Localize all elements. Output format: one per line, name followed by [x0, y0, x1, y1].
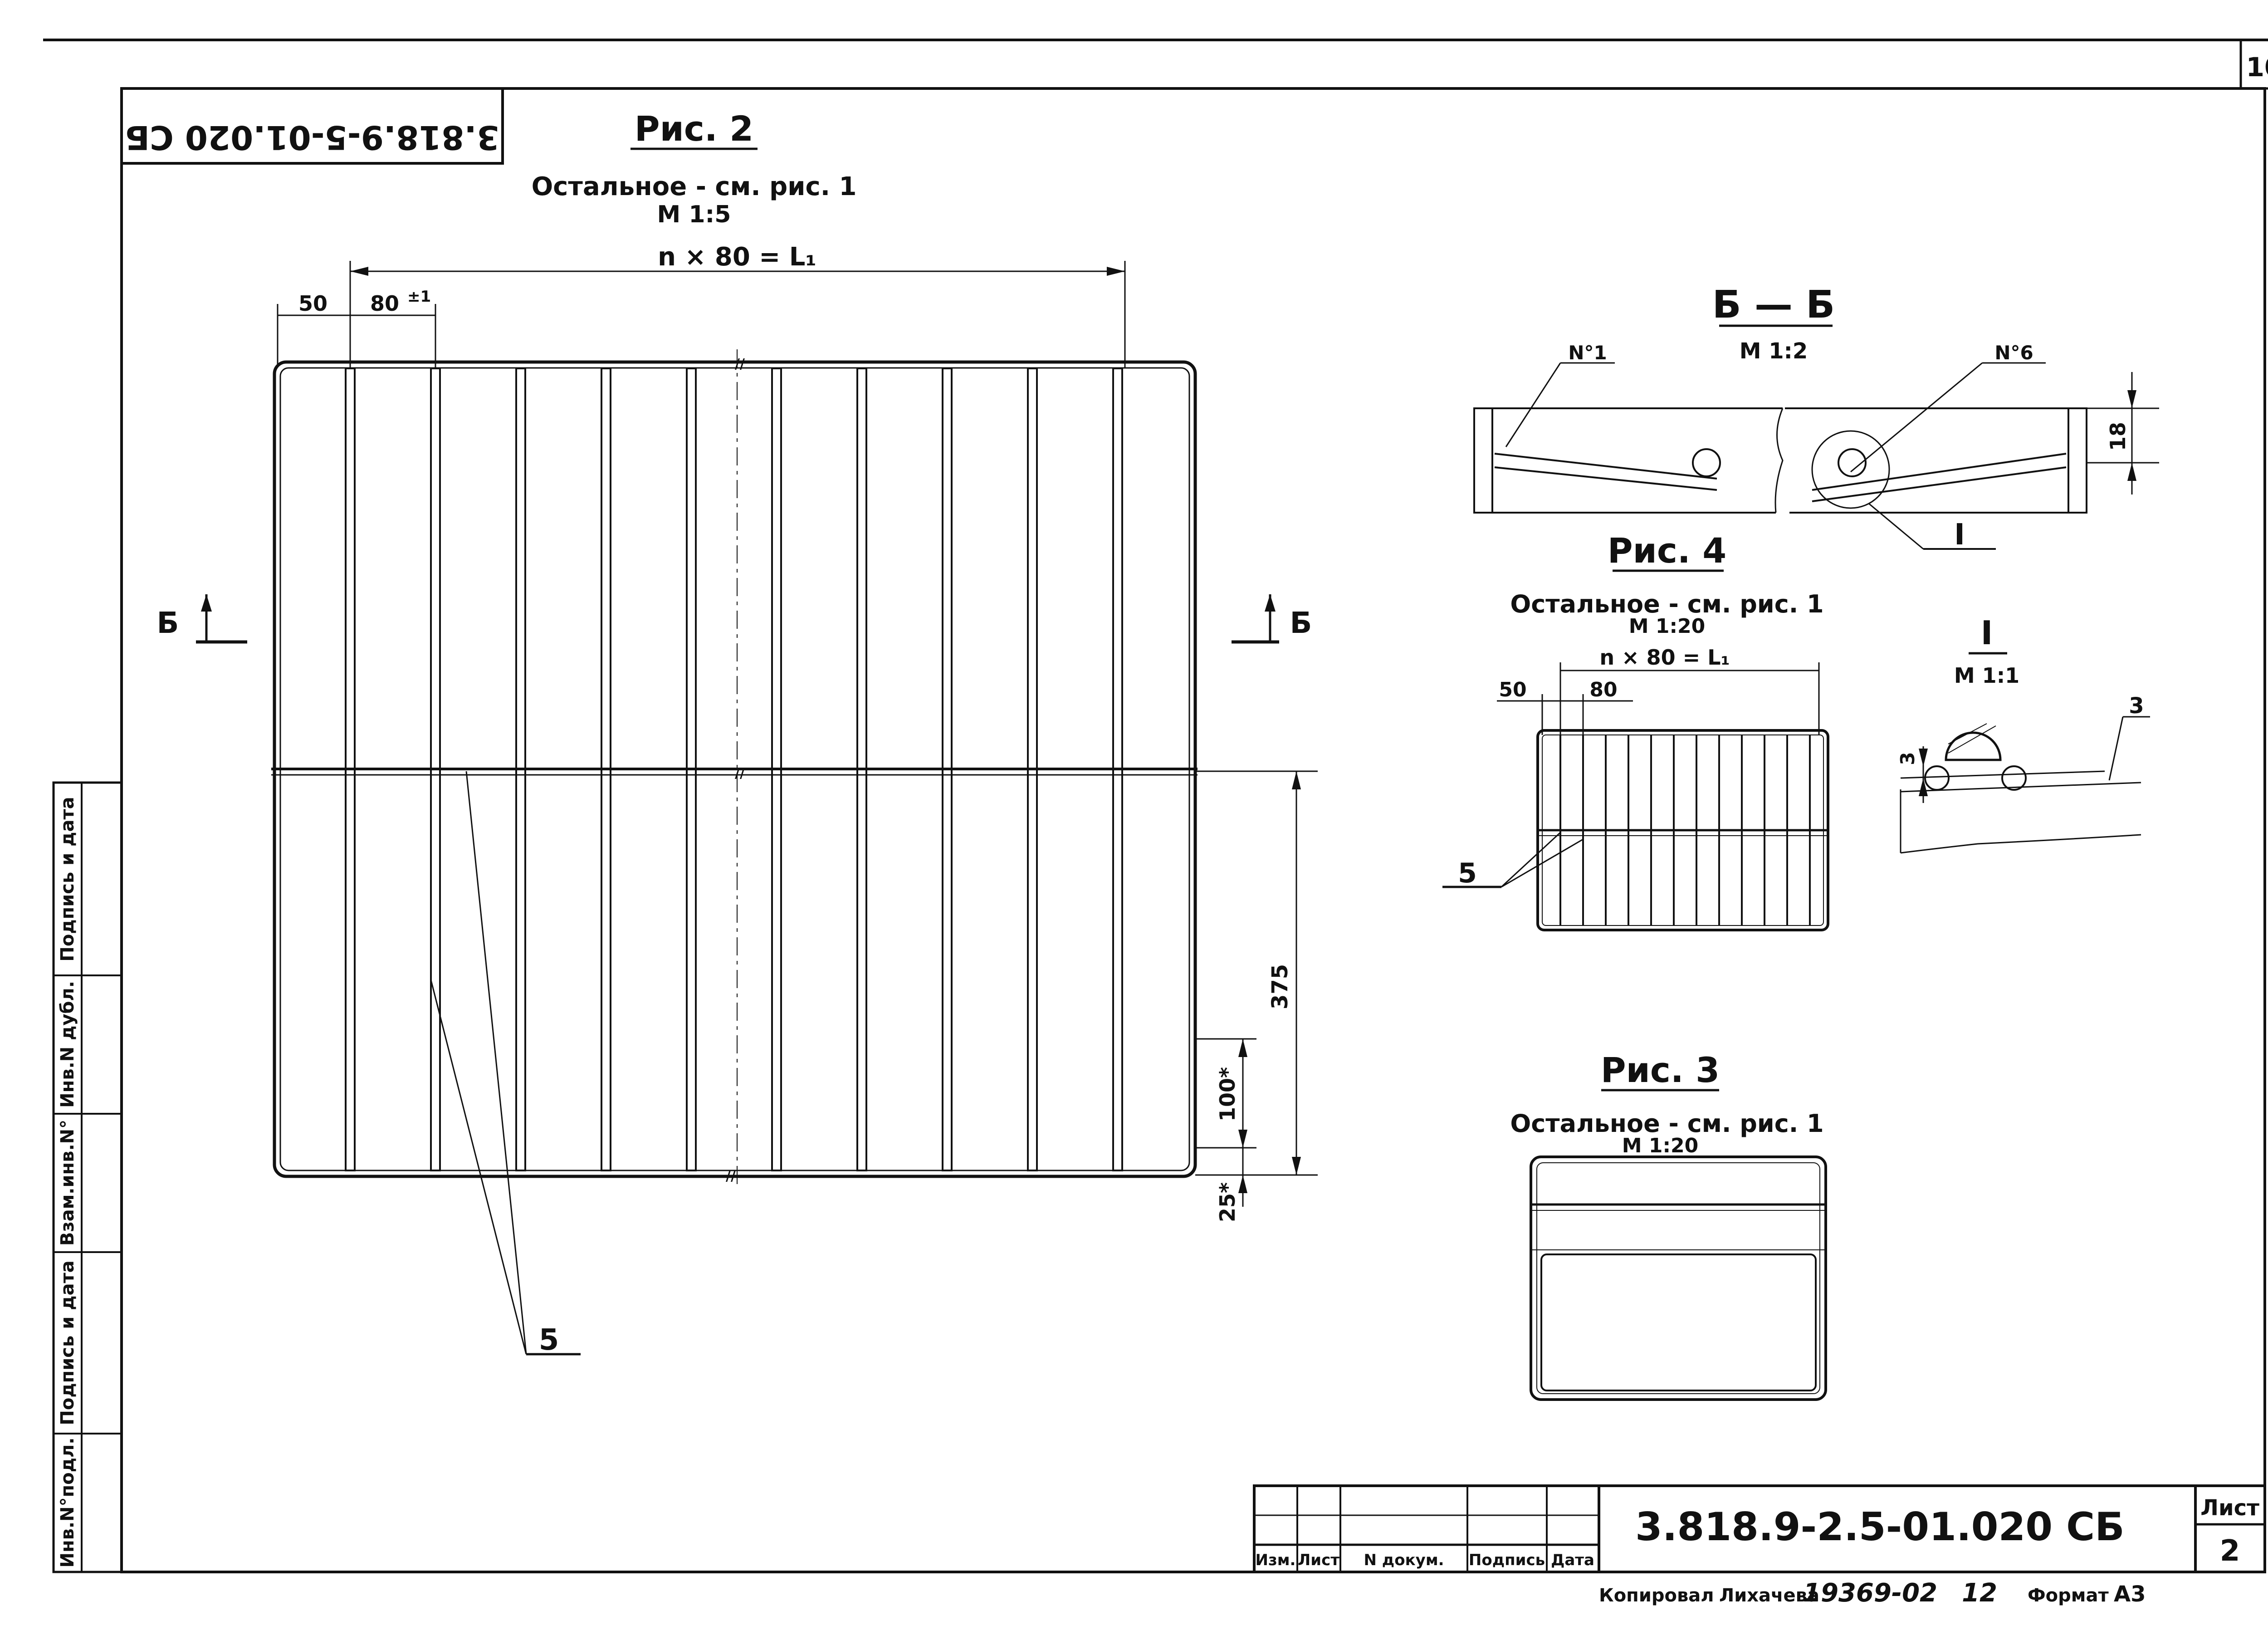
bar	[430, 367, 441, 1171]
fig4-note: Остальное - см. рис. 1	[1510, 590, 1823, 618]
format-label: Формат	[2028, 1585, 2109, 1606]
bar	[686, 367, 697, 1171]
fig2-dim-375: 375	[1267, 964, 1293, 1009]
detail-i-view	[1900, 716, 2150, 854]
tb-izm: Изм.	[1256, 1551, 1296, 1569]
tb-date: Дата	[1551, 1551, 1594, 1569]
tb-doc-no: N докум.	[1364, 1551, 1444, 1569]
copied-by-label: Копировал	[1599, 1585, 1714, 1606]
section-mark-left-label: Б	[157, 607, 179, 640]
fig4-dim-total: n × 80 = L₁	[1599, 645, 1730, 670]
bar	[1027, 367, 1038, 1171]
fig2-dim-25: 25*	[1215, 1182, 1240, 1222]
fig2-bars	[345, 367, 1123, 1171]
section-bb-dim-18: 18	[2106, 422, 2130, 451]
side-stamp: Подпись и дата Инв.N дубл. Взам.инв.N° П…	[52, 781, 123, 1573]
copied-by-name: Лихачева	[1719, 1585, 1819, 1606]
bar	[1112, 367, 1123, 1171]
copy-number: 19369-02	[1803, 1578, 1937, 1608]
tb-list: Лист	[1298, 1551, 1339, 1569]
section-bb-callout-n1: N°1	[1568, 342, 1607, 364]
fig4-callout-5: 5	[1458, 857, 1477, 889]
mirrored-designation: 3.818.9-5-01.020 СБ	[125, 118, 499, 157]
fig2-dim-80: 80	[370, 291, 399, 316]
fig2-callout-5: 5	[539, 1323, 559, 1357]
fig4-bars	[1559, 735, 1811, 925]
fig3-title: Рис. 3	[1601, 1050, 1720, 1090]
fig3-grid	[1530, 1155, 1827, 1401]
svg-text://: //	[735, 765, 745, 781]
fig4-dims	[1497, 662, 1820, 735]
stamp-inv-podl: Инв.N°подл.	[57, 1437, 78, 1567]
fig2-dim-vertical	[1195, 770, 1318, 1207]
tb-signature: Подпись	[1469, 1551, 1545, 1569]
bar	[942, 367, 953, 1171]
detail-i-scale: М 1:1	[1954, 663, 2019, 688]
fig2-scale: М 1:5	[657, 201, 731, 228]
section-mark-right-label: Б	[1290, 607, 1312, 640]
section-mark-left	[196, 594, 247, 644]
section-bb-title: Б — Б	[1712, 282, 1835, 327]
fig3-note: Остальное - см. рис. 1	[1510, 1109, 1823, 1138]
fig2-dim-50: 50	[298, 291, 327, 316]
fig2-title: Рис. 2	[635, 108, 753, 149]
bar	[515, 367, 526, 1171]
fig2-dim-100: 100*	[1215, 1067, 1240, 1121]
fig2-dim-80-tol: ±1	[407, 288, 431, 306]
stamp-sign-date-1: Подпись и дата	[57, 797, 78, 961]
stamp-vzam-inv: Взам.инв.N°	[57, 1120, 78, 1246]
detail-i-callout-3: 3	[2129, 693, 2144, 719]
tb-list-number: 2	[2220, 1534, 2240, 1568]
svg-text://: //	[735, 356, 745, 372]
sheet-corner-number: 10	[2246, 52, 2268, 83]
copy-suffix: 12	[1962, 1578, 1997, 1608]
fig2-note: Остальное - см. рис. 1	[532, 172, 857, 201]
fig2-dim-total-label: n × 80 = L₁	[658, 242, 816, 272]
stamp-inv-dubl: Инв.N дубл.	[57, 981, 78, 1108]
drawing-frame	[43, 39, 2268, 1573]
document-designation: 3.818.9-2.5-01.020 СБ	[1635, 1504, 2125, 1550]
section-bb-callout-n6: N°6	[1994, 342, 2033, 364]
section-bb-view	[1473, 362, 2159, 550]
detail-i-title: I	[1981, 614, 1993, 652]
fig3-scale: М 1:20	[1622, 1134, 1699, 1157]
bar	[601, 367, 611, 1171]
fig4-grid	[1442, 729, 1829, 931]
bar	[856, 367, 867, 1171]
tb-list-header: Лист	[2200, 1495, 2259, 1521]
bar	[345, 367, 356, 1171]
svg-text://: //	[726, 1168, 736, 1184]
fig4-dim-80: 80	[1589, 678, 1617, 701]
section-mark-right	[1232, 594, 1279, 644]
title-block	[1253, 1484, 2266, 1573]
format-value: А3	[2114, 1581, 2146, 1607]
mirrored-code-box: 3.818.9-5-01.020 СБ	[120, 87, 504, 165]
bar	[771, 367, 782, 1171]
detail-i-dim-3: 3	[1897, 752, 1919, 765]
stamp-sign-date-2: Подпись и дата	[57, 1260, 78, 1425]
section-bb-detail-ref: I	[1954, 518, 1965, 552]
fig4-dim-50: 50	[1499, 678, 1526, 701]
fig2-dim-50-80	[277, 304, 436, 367]
fig2-callout-5-leaders	[430, 771, 581, 1356]
fig4-scale: М 1:20	[1629, 615, 1706, 638]
fig2-grid-frame: // // //	[271, 349, 1198, 1186]
section-bb-scale: М 1:2	[1740, 338, 1808, 364]
fig4-title: Рис. 4	[1608, 530, 1726, 571]
